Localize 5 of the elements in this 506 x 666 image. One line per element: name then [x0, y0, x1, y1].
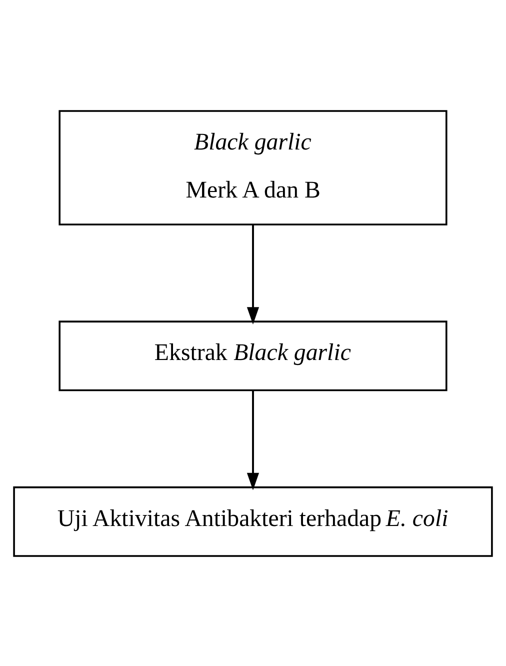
node-box: Uji Aktivitas Antibakteri terhadap E. coli — [13, 486, 493, 556]
arrow — [246, 224, 260, 324]
arrow — [246, 390, 260, 490]
node-box: Ekstrak Black garlic — [58, 320, 448, 391]
node-box: Black garlic Merk A dan B — [58, 110, 448, 225]
